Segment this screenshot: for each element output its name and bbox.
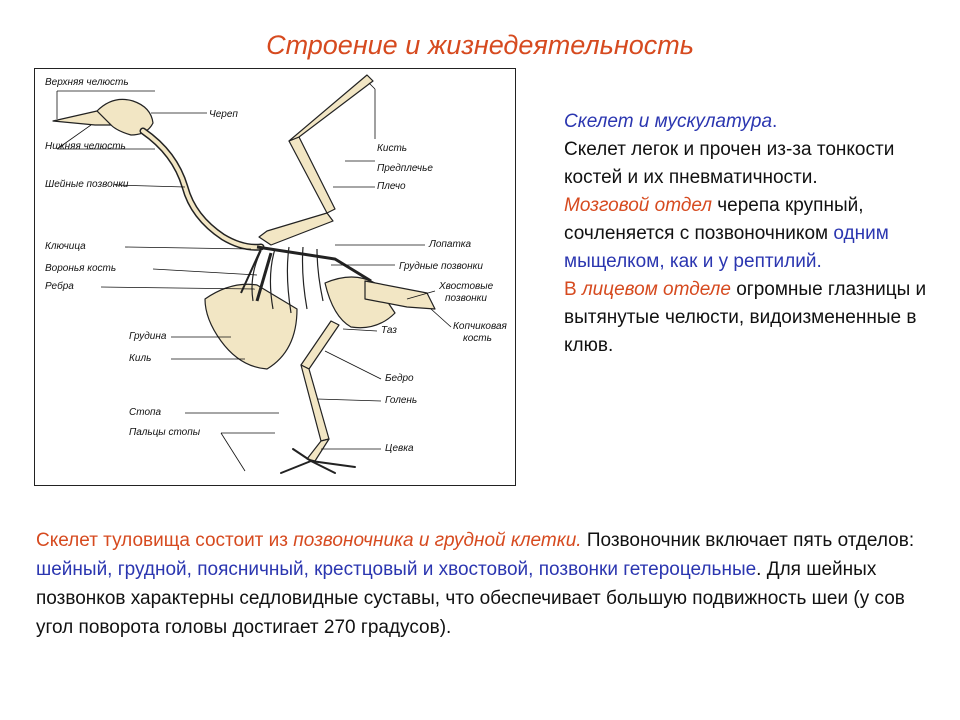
label-ribs: Ребра bbox=[45, 281, 74, 292]
label-toes: Пальцы стопы bbox=[129, 427, 201, 438]
side-paragraph-1: Скелет и мускулатура. bbox=[564, 111, 778, 132]
leader-lines bbox=[56, 82, 452, 472]
label-neck-vertebrae: Шейные позвонки bbox=[45, 179, 129, 190]
side-paragraph-4: В лицевом отделе огромные глазницы и выт… bbox=[564, 279, 927, 356]
side-heading: Скелет и мускулатура bbox=[564, 111, 773, 132]
forearm-shape bbox=[288, 136, 336, 214]
beak-shape bbox=[52, 110, 112, 126]
label-coracoid: Воронья кость bbox=[45, 263, 117, 274]
femur-shape bbox=[300, 320, 340, 370]
label-pygostyle-1: Копчиковая bbox=[453, 321, 507, 332]
label-scapula: Лопатка bbox=[429, 239, 472, 250]
toes-shape bbox=[280, 448, 356, 474]
label-tail-vertebrae-2: позвонки bbox=[445, 293, 487, 304]
bird-skeleton-figure: Верхняя челюсть Череп Нижняя челюсть Кис… bbox=[34, 68, 516, 486]
bottom-text-block: Скелет туловища состоит из позвоночника … bbox=[36, 530, 915, 638]
label-upper-jaw: Верхняя челюсть bbox=[45, 77, 129, 88]
side-paragraph-3: Мозговой отдел черепа крупный, сочленяет… bbox=[564, 195, 889, 272]
shin-shape bbox=[300, 364, 330, 442]
label-foot: Стопа bbox=[129, 407, 162, 418]
label-shoulder: Плечо bbox=[377, 181, 406, 192]
side-text-block: Скелет и мускулатура. Скелет легок и про… bbox=[564, 108, 934, 360]
hand-shape bbox=[288, 74, 374, 142]
label-clavicle: Ключица bbox=[45, 241, 86, 252]
label-femur: Бедро bbox=[385, 373, 414, 384]
label-sternum: Грудина bbox=[129, 331, 167, 342]
label-skull: Череп bbox=[209, 109, 238, 120]
label-thoracic-vertebrae: Грудные позвонки bbox=[399, 261, 483, 272]
label-pygostyle-2: кость bbox=[463, 333, 492, 344]
page-title: Строение и жизнедеятельность bbox=[266, 30, 694, 60]
tail-shape bbox=[364, 280, 436, 310]
label-tarsus: Цевка bbox=[385, 443, 414, 454]
label-tail-vertebrae-1: Хвостовые bbox=[439, 281, 494, 292]
label-keel: Киль bbox=[129, 353, 152, 364]
tarsus-shape bbox=[306, 438, 330, 462]
label-pelvis: Таз bbox=[381, 325, 397, 336]
label-forearm: Предплечье bbox=[377, 163, 433, 174]
ribs-shape bbox=[240, 245, 372, 314]
skull-shape bbox=[96, 98, 154, 136]
humerus-shape bbox=[258, 212, 334, 246]
label-lower-jaw: Нижняя челюсть bbox=[45, 141, 126, 152]
sternum-shape bbox=[204, 283, 298, 370]
side-paragraph-2: Скелет легок и прочен из-за тонкости кос… bbox=[564, 139, 895, 188]
label-shin: Голень bbox=[385, 395, 418, 406]
label-hand: Кисть bbox=[377, 143, 408, 154]
skeleton-drawing bbox=[52, 74, 452, 474]
